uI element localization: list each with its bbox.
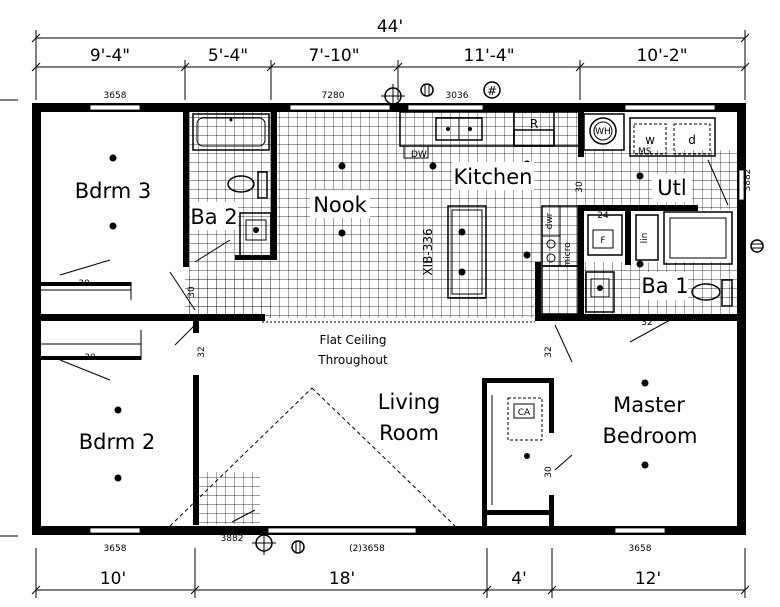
bottom-dimension-4: 12' bbox=[635, 569, 661, 589]
room-label-bdrm2: Bdrm 2 bbox=[79, 430, 156, 454]
top-dimension-1: 9'-4" bbox=[90, 46, 130, 66]
door-label-bdrm2-closet: 30 bbox=[84, 353, 96, 363]
fixtures: R DW WH w d MS XIB-336 dwr micro F 24 bbox=[192, 111, 733, 441]
door-label-master-closet: 30 bbox=[544, 466, 554, 478]
bottom-dimension-2: 18' bbox=[329, 569, 355, 589]
room-labels: Bdrm 3 Ba 2 Nook Kitchen Utl Ba 1 Bdrm 2… bbox=[70, 162, 697, 454]
window-label-kitchen: 3036 bbox=[446, 91, 469, 101]
window-label-living: (2)3658 bbox=[349, 544, 385, 554]
linen-label: lin bbox=[640, 233, 650, 244]
overall-dimension: 44' bbox=[377, 17, 403, 37]
room-label-ba1: Ba 1 bbox=[641, 274, 688, 298]
window-label-bdrm3: 3658 bbox=[104, 91, 127, 101]
dryer-label: d bbox=[688, 133, 696, 147]
door-label-ba2: 30 bbox=[187, 286, 197, 298]
top-dimension-4: 11'-4" bbox=[463, 46, 514, 66]
door-24-label: 24 bbox=[597, 211, 609, 221]
ceiling-note-1: Flat Ceiling bbox=[319, 333, 386, 347]
door-label-ba1: 32 bbox=[641, 318, 652, 328]
window-labels: 3658 7280 3036 3658 3882 (2)3658 3658 38… bbox=[78, 91, 753, 554]
room-label-ba2: Ba 2 bbox=[190, 205, 237, 229]
door-label-master: 32 bbox=[544, 346, 554, 357]
room-label-living-2: Room bbox=[379, 421, 439, 445]
ms-label: MS bbox=[638, 147, 652, 157]
door-label-utl: 30 bbox=[575, 181, 585, 193]
room-label-master-2: Bedroom bbox=[603, 424, 698, 448]
exterior-symbols: # bbox=[252, 81, 764, 555]
water-heater-label: WH bbox=[595, 127, 611, 137]
window-label-entry: 3882 bbox=[221, 534, 244, 544]
window-label-utl: 3882 bbox=[743, 169, 753, 192]
room-label-living-1: Living bbox=[378, 390, 440, 414]
microwave-label: micro bbox=[563, 242, 573, 268]
drawer-label: dwr bbox=[545, 212, 555, 229]
range-label: R bbox=[530, 117, 538, 131]
bottom-dimension-1: 10' bbox=[100, 569, 126, 589]
door-swings bbox=[59, 159, 729, 523]
room-label-bdrm3: Bdrm 3 bbox=[75, 179, 152, 203]
washer-label: w bbox=[645, 133, 655, 147]
door-label-bdrm3-closet: 30 bbox=[78, 279, 90, 289]
room-label-nook: Nook bbox=[313, 193, 367, 217]
room-label-kitchen: Kitchen bbox=[454, 165, 533, 189]
window-label-bdrm2: 3658 bbox=[104, 544, 127, 554]
ca-label: CA bbox=[518, 408, 531, 418]
room-label-master-1: Master bbox=[613, 393, 685, 417]
hash-label: # bbox=[487, 84, 497, 98]
top-dimension-2: 5'-4" bbox=[208, 46, 248, 66]
top-dimension-5: 10'-2" bbox=[636, 46, 687, 66]
room-label-utl: Utl bbox=[657, 176, 686, 200]
top-dimension-3: 7'-10" bbox=[308, 46, 359, 66]
door-label-bdrm2: 32 bbox=[197, 346, 207, 357]
ceiling-note-2: Throughout bbox=[317, 353, 388, 367]
island-label: XIB-336 bbox=[421, 228, 435, 275]
dimension-lines: 44' 9'-4" 5'-4" 7'-10" 11'-4" 10'-2" bbox=[0, 17, 750, 598]
furnace-label: F bbox=[600, 236, 605, 246]
window-label-nook: 7280 bbox=[322, 91, 345, 101]
bottom-dimension-3: 4' bbox=[511, 569, 527, 589]
window-label-master: 3658 bbox=[629, 544, 652, 554]
ceiling-lines bbox=[169, 321, 535, 527]
ceiling-dots bbox=[109, 154, 649, 482]
dishwasher-label: DW bbox=[411, 150, 427, 160]
